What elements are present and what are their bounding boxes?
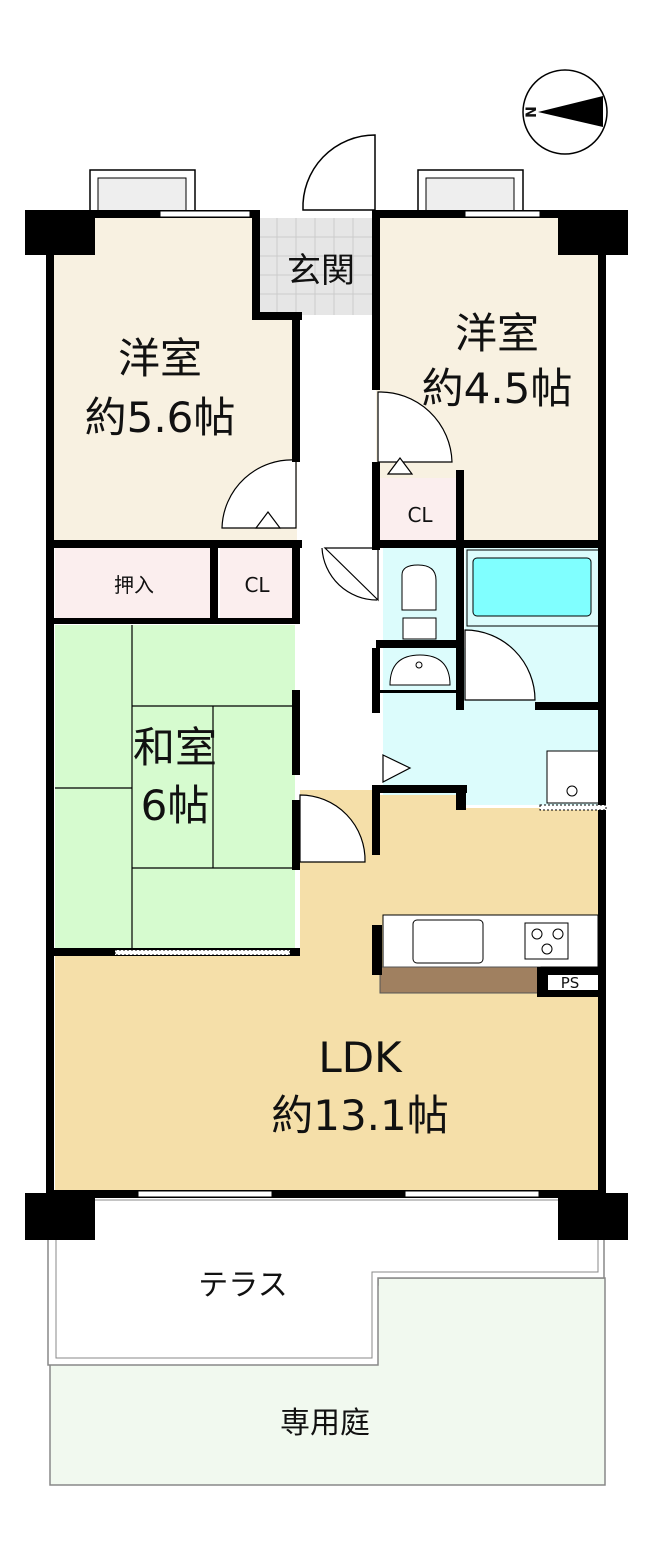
western-room-b-name: 洋室: [455, 309, 539, 358]
bathtub: [472, 557, 592, 617]
kitchen-cabinet: [379, 966, 541, 994]
corridor: [300, 315, 375, 795]
entrance-label: 玄関: [287, 251, 355, 291]
washer-space: [546, 750, 600, 804]
ps-label: PS: [561, 974, 580, 992]
entrance-door: [302, 134, 376, 211]
walls: [25, 210, 628, 1240]
closet-left: [220, 548, 295, 620]
sink-fixture: [389, 654, 451, 686]
oshiire-label: 押入: [114, 573, 154, 597]
western-room-a-name: 洋室: [118, 334, 202, 383]
toilet-fixture: [401, 564, 437, 611]
closet-left-label: CL: [244, 573, 270, 597]
western-room-b-size: 約4.5帖: [422, 364, 573, 413]
closet-right: [380, 478, 460, 540]
terrace-label: テラス: [198, 1268, 287, 1303]
tatami-lines: [55, 625, 295, 950]
oshiire: [55, 548, 213, 620]
stove-icon: [524, 922, 569, 960]
compass: N: [522, 69, 608, 155]
ldk-size: 約13.1帖: [271, 1091, 449, 1140]
kitchen-sink: [412, 919, 484, 964]
japanese-room-name: 和室: [133, 723, 217, 772]
japanese-room-size: 6帖: [141, 781, 210, 830]
western-room-a-size: 約5.6帖: [85, 393, 236, 442]
ldk-room: [55, 790, 600, 1192]
compass-arrow-icon: [538, 96, 603, 127]
closet-right-label: CL: [407, 503, 433, 527]
compass-north-label: N: [524, 106, 540, 118]
ldk-name: LDK: [318, 1033, 403, 1082]
garden-label: 専用庭: [280, 1406, 370, 1441]
